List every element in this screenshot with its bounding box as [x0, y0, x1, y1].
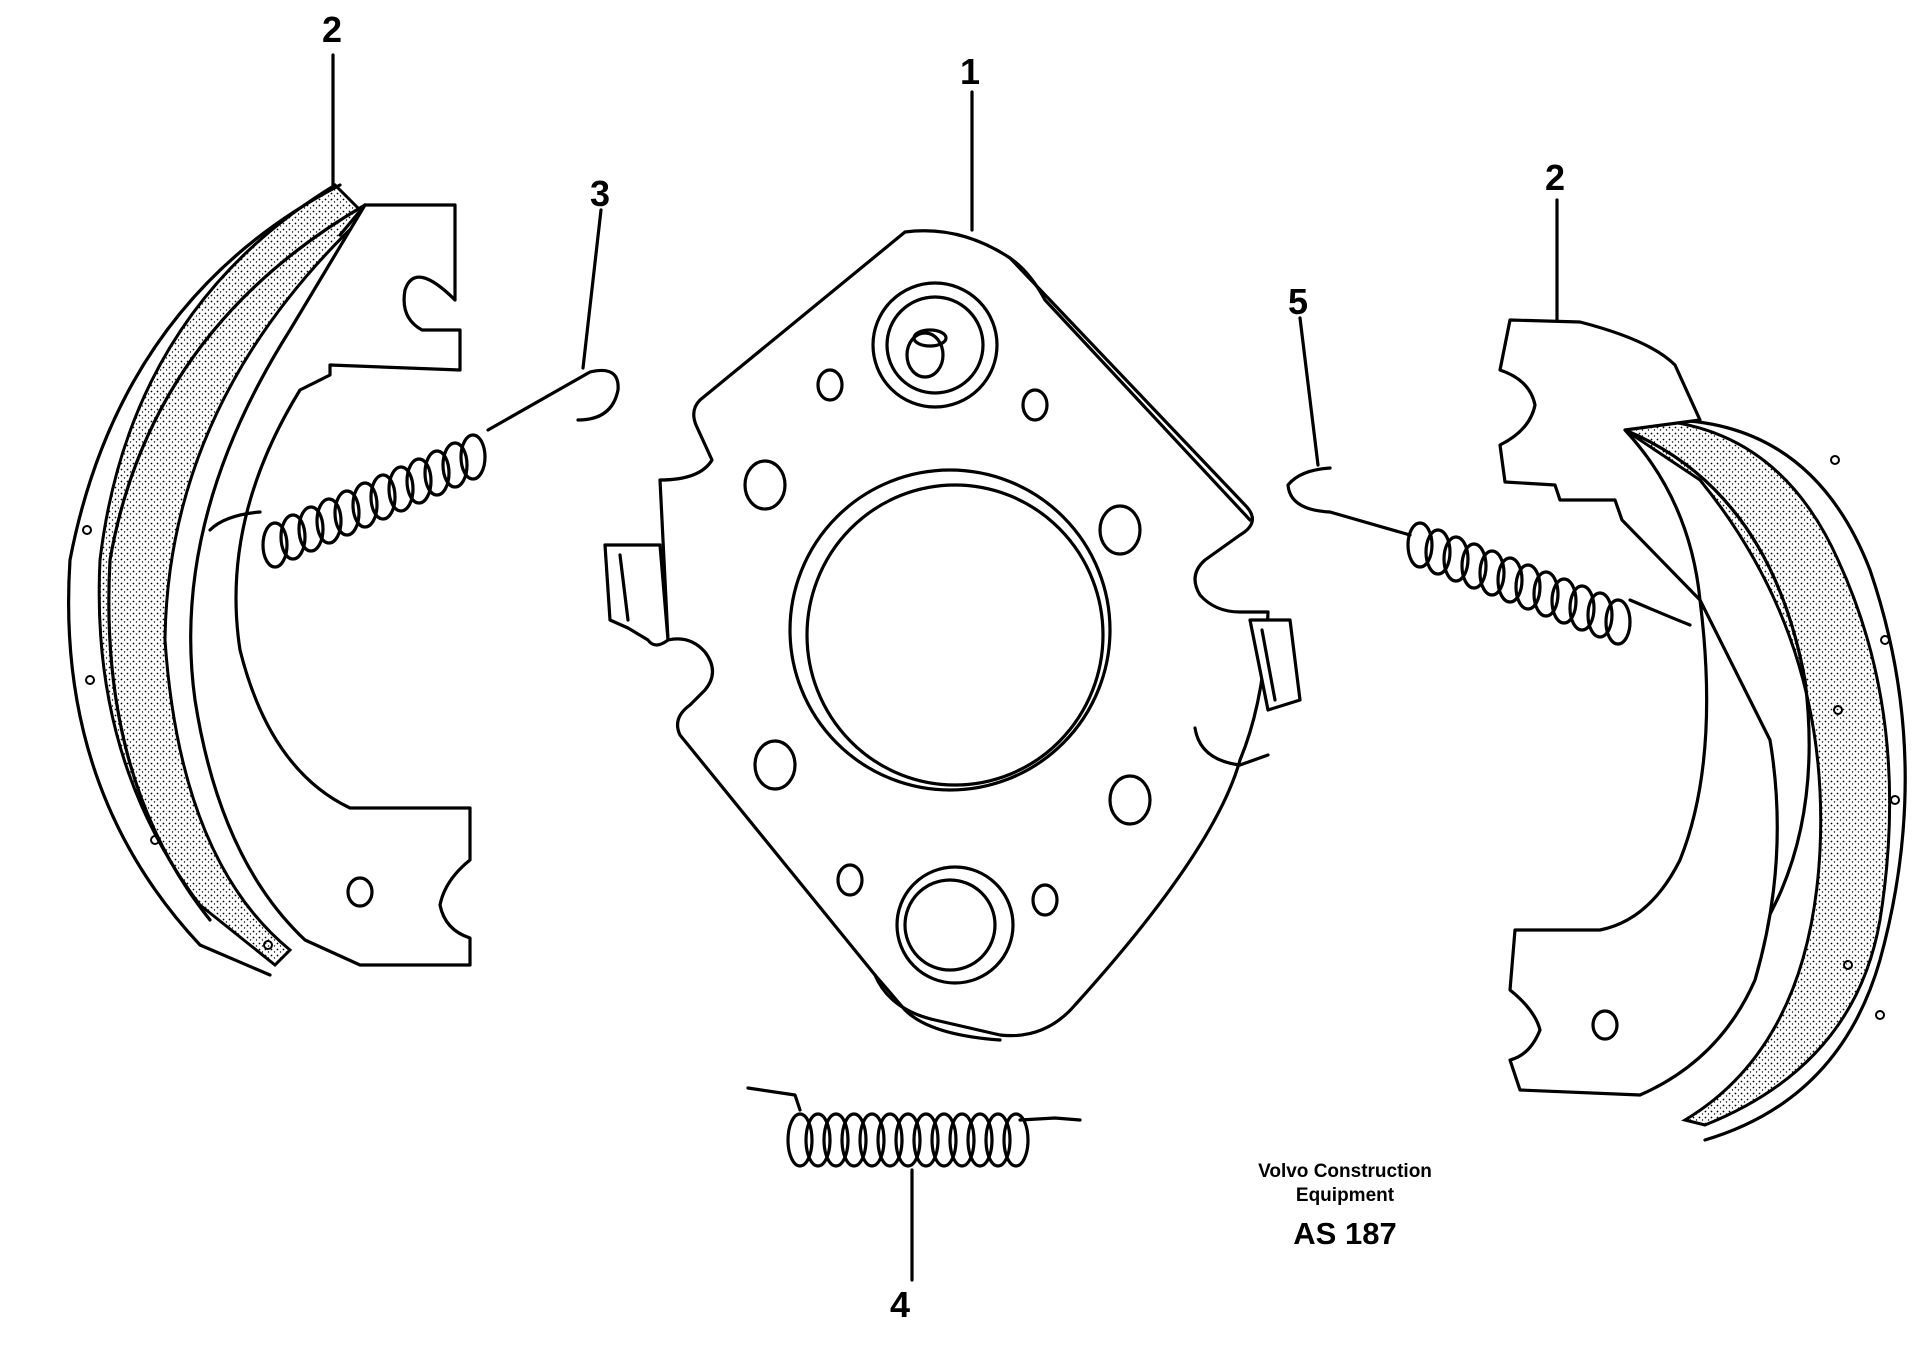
leader-lines	[331, 53, 1559, 1282]
backing-plate	[603, 229, 1302, 1042]
brake-shoe-right	[1498, 318, 1907, 1142]
callout-1: 1	[960, 51, 981, 92]
lower-return-spring	[746, 1086, 1082, 1168]
brand-line-1: Volvo Construction	[1258, 1161, 1432, 1182]
leader-line-5	[1298, 316, 1320, 467]
callout-5: 5	[1288, 281, 1309, 322]
callout-4: 4	[890, 1284, 911, 1325]
brand-caption: Volvo Construction Equipment	[1230, 1160, 1460, 1208]
callout-2-right: 2	[1545, 157, 1566, 198]
callout-2-left: 2	[322, 9, 343, 50]
brand-line-2: Equipment	[1295, 1185, 1395, 1206]
upper-return-spring	[208, 368, 620, 569]
callout-3: 3	[590, 173, 611, 214]
leader-line-3	[581, 208, 603, 370]
brake-shoe-left	[66, 183, 472, 977]
drawing-code: AS 187	[1293, 1216, 1397, 1251]
return-spring-right	[1286, 466, 1692, 646]
